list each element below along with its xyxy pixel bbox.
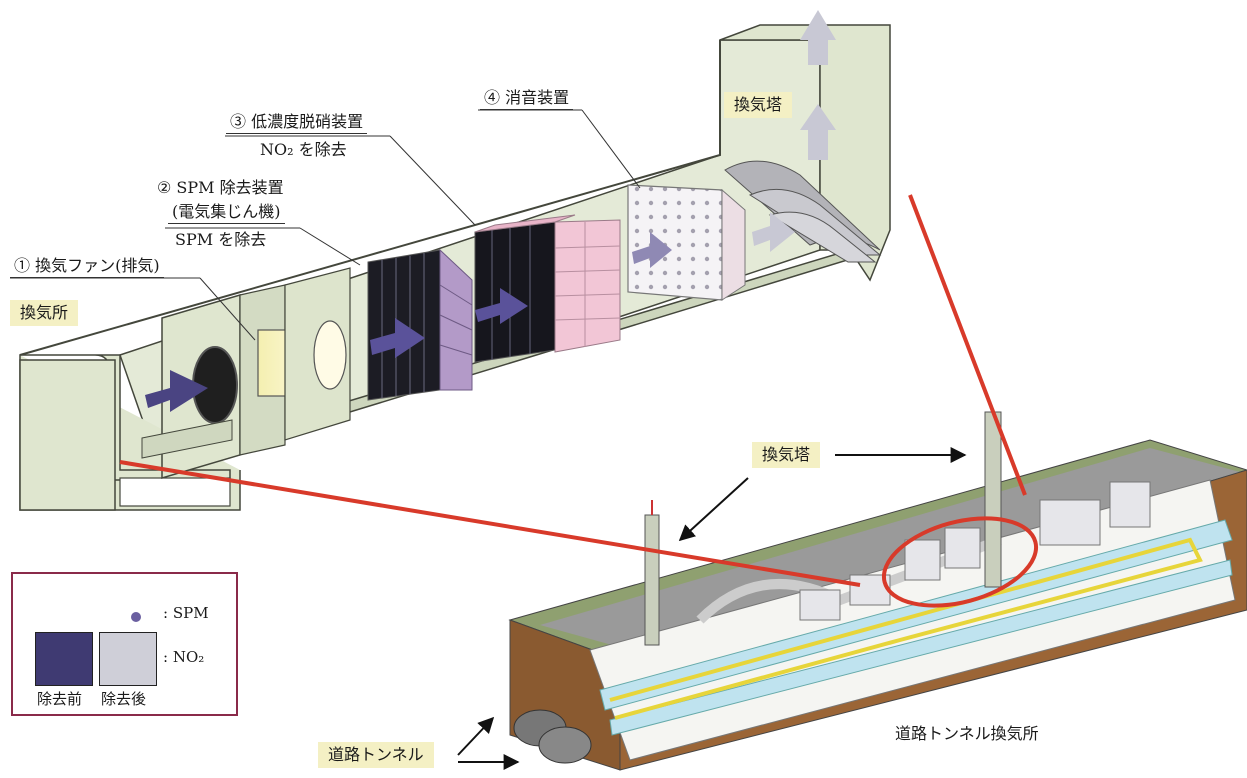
denitration-unit xyxy=(474,214,621,363)
legend-after-label: 除去後 xyxy=(101,690,147,708)
pointer-line-station xyxy=(119,460,861,587)
pointer-line-tower xyxy=(908,194,1027,496)
arrow-after-1 xyxy=(752,212,795,252)
label-spm-device: ② SPM 除去装置 xyxy=(157,178,284,197)
label-fan: ① 換気ファン(排気) xyxy=(10,256,164,278)
legend-spm-dot xyxy=(131,612,141,622)
label-spm-remove: SPM を除去 xyxy=(175,230,267,249)
label-no2-remove: NO₂ を除去 xyxy=(260,140,347,159)
legend-no2-label: : NO₂ xyxy=(163,648,205,666)
label-silencer: ④ 消音装置 xyxy=(480,88,574,110)
legend: : SPM : NO₂ 除去前 除去後 xyxy=(11,572,238,716)
legend-swatch-before xyxy=(35,632,93,686)
leader-lines xyxy=(10,109,641,341)
label-spm-device-sub: (電気集じん機) xyxy=(168,202,285,224)
guide-vanes xyxy=(724,160,882,263)
tag-ventilation-tower-top: 換気塔 xyxy=(724,92,793,118)
black-arrows xyxy=(457,447,967,770)
arrow-after-3 xyxy=(800,10,836,65)
tag-ventilation-station: 換気所 xyxy=(10,300,79,326)
legend-before-label: 除去前 xyxy=(37,690,83,708)
tag-ventilation-tower-bottom: 換気塔 xyxy=(752,442,821,468)
arrow-after-2 xyxy=(800,104,836,160)
tag-road-tunnel: 道路トンネル xyxy=(318,742,434,768)
silencer-unit xyxy=(627,184,746,301)
label-denitration: ③ 低濃度脱硝装置 xyxy=(226,112,368,134)
tunnel-cross-section xyxy=(508,411,1247,771)
legend-spm-label: : SPM xyxy=(163,604,209,622)
inlet-arrow-before xyxy=(145,370,208,412)
spm-filter xyxy=(367,248,473,401)
label-road-tunnel-station: 道路トンネル換気所 xyxy=(895,724,1039,743)
legend-swatch-after xyxy=(99,632,157,686)
ventilation-fan xyxy=(257,267,351,441)
highlight-circle xyxy=(881,516,1039,608)
